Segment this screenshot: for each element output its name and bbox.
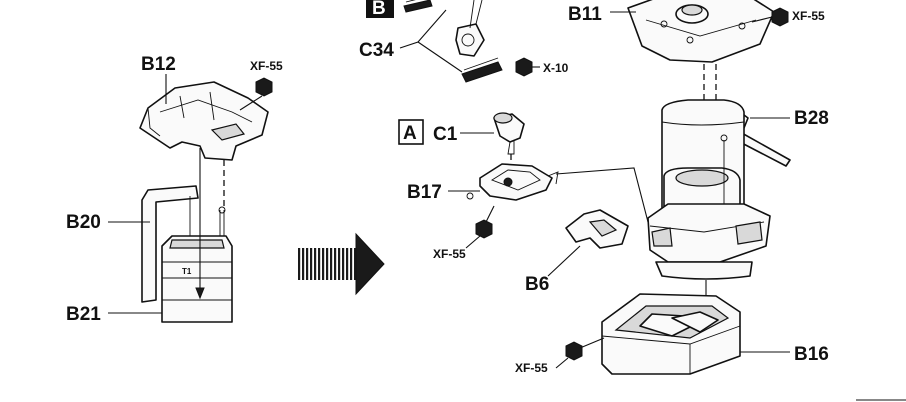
paint-hex-icon <box>771 7 789 27</box>
step-b-letter: B <box>372 0 386 19</box>
left-subassembly: T1 B12 XF-55 B20 B21 <box>66 54 283 325</box>
arrow-stripe <box>298 248 301 280</box>
svg-text:T1: T1 <box>182 267 192 276</box>
paint-hex-icon <box>565 341 583 361</box>
paint-hex-icon <box>475 219 493 239</box>
arrow-stripe <box>346 248 349 280</box>
label-b20: B20 <box>66 212 101 233</box>
central-stack: XF-55 B11 B28 <box>515 0 829 375</box>
part-c1 <box>493 112 525 155</box>
arrow-stripe <box>302 248 305 280</box>
label-x10: X-10 <box>543 61 569 75</box>
part-b12 <box>139 81 269 161</box>
part-b6 <box>565 209 629 249</box>
step-b-box <box>366 0 394 18</box>
label-c34: C34 <box>359 40 394 61</box>
label-b16: B16 <box>794 344 829 365</box>
label-xf55-left: XF-55 <box>250 59 283 73</box>
arrow-stripe <box>314 248 317 280</box>
part-b21: T1 <box>161 206 233 323</box>
label-b28: B28 <box>794 108 829 129</box>
arrow-stripe <box>338 248 341 280</box>
arrow-stripe <box>342 248 345 280</box>
part-b20 <box>141 185 199 303</box>
arrow-stripe <box>318 248 321 280</box>
paint-hex-icon <box>515 57 533 77</box>
part-c34 <box>403 0 503 83</box>
arrow-stripe <box>334 248 337 280</box>
arrow-stripe <box>330 248 333 280</box>
arrow-stripe <box>354 248 357 280</box>
label-b11: B11 <box>568 4 602 25</box>
label-b17: B17 <box>407 182 442 203</box>
arrow-stripe <box>310 248 313 280</box>
label-b12: B12 <box>141 54 176 75</box>
label-xf55-b17: XF-55 <box>433 247 466 261</box>
part-b17 <box>479 163 559 201</box>
arrow-stripe <box>326 248 329 280</box>
part-main-body <box>647 99 771 280</box>
label-b21: B21 <box>66 304 101 325</box>
label-c1: C1 <box>433 124 458 145</box>
part-b11 <box>627 0 775 63</box>
label-b6: B6 <box>525 274 549 295</box>
part-b16 <box>601 293 741 375</box>
step-a-letter: A <box>403 123 417 144</box>
paint-hex-icon <box>255 77 273 97</box>
label-xf55-b11: XF-55 <box>792 9 825 23</box>
arrow-stripe <box>350 248 353 280</box>
arrow-stripe <box>322 248 325 280</box>
step-b-group: B X-10 C34 <box>359 0 569 83</box>
direction-arrow-icon <box>298 232 385 296</box>
arrow-stripe <box>306 248 309 280</box>
label-xf55-b16: XF-55 <box>515 361 548 375</box>
step-a-box <box>398 119 424 145</box>
step-a-group: A C1 B17 XF-55 <box>398 112 649 261</box>
